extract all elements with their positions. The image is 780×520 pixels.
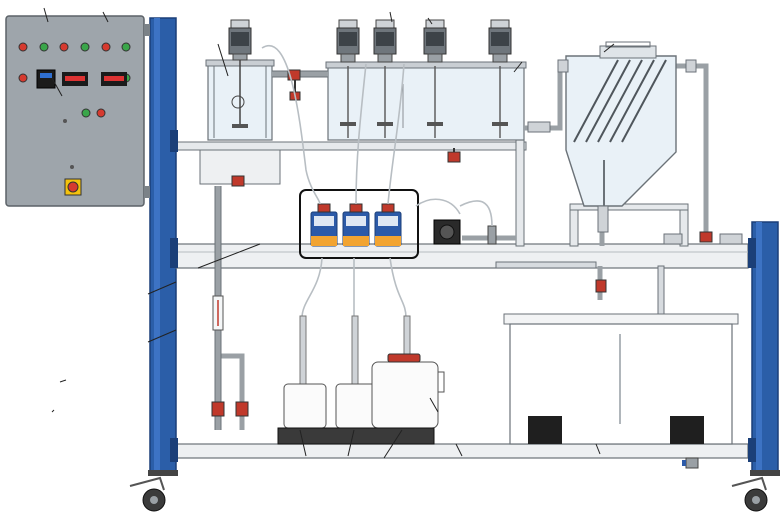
peristaltic-pump	[433, 219, 497, 245]
motor-stirrer-1	[228, 19, 252, 61]
motor-stirrer-3	[373, 19, 397, 63]
frame-brackets	[170, 130, 756, 462]
stirred-reactor-tank	[205, 58, 275, 141]
valve-reactor-drain	[231, 175, 245, 187]
indicator-lamps-row-3	[81, 108, 106, 118]
caster-wheel-right	[731, 470, 780, 512]
motor-stirrer-4	[423, 19, 447, 63]
lamella-settler	[565, 41, 677, 233]
indicator-lamps-row-1	[18, 42, 131, 52]
canister-3	[371, 353, 445, 429]
canister-1	[283, 383, 327, 429]
dosing-pump-assembly	[299, 189, 419, 259]
motor-stirrer-2	[336, 19, 360, 63]
frame-uprights	[515, 139, 689, 315]
flocculation-tank	[325, 61, 527, 141]
dosing-pump-2	[342, 203, 370, 247]
motor-stirrer-5	[488, 19, 512, 63]
flowmeter	[212, 295, 224, 331]
caster-wheel-left	[129, 470, 178, 512]
valve-floc-drain	[447, 148, 461, 163]
chemical-canisters	[277, 315, 445, 445]
middle-shelf	[175, 243, 749, 269]
control-panel	[5, 7, 150, 207]
lamella-plates	[573, 59, 667, 143]
collection-tank	[503, 313, 739, 469]
dosing-pump-3	[374, 203, 402, 247]
valves	[211, 69, 713, 417]
valve-settler-outlet	[699, 231, 713, 243]
valve-bottom-left	[211, 401, 225, 417]
valve-bottom-right	[235, 401, 249, 417]
upper-shelf	[175, 141, 527, 185]
dosing-pump-1	[310, 203, 338, 247]
emergency-stop-button	[64, 178, 82, 196]
valve-middle-drain	[595, 279, 607, 293]
callout-leader-lines	[51, 11, 615, 459]
tubing	[261, 44, 493, 319]
frame-right-column	[751, 221, 779, 475]
fittings	[495, 59, 743, 269]
